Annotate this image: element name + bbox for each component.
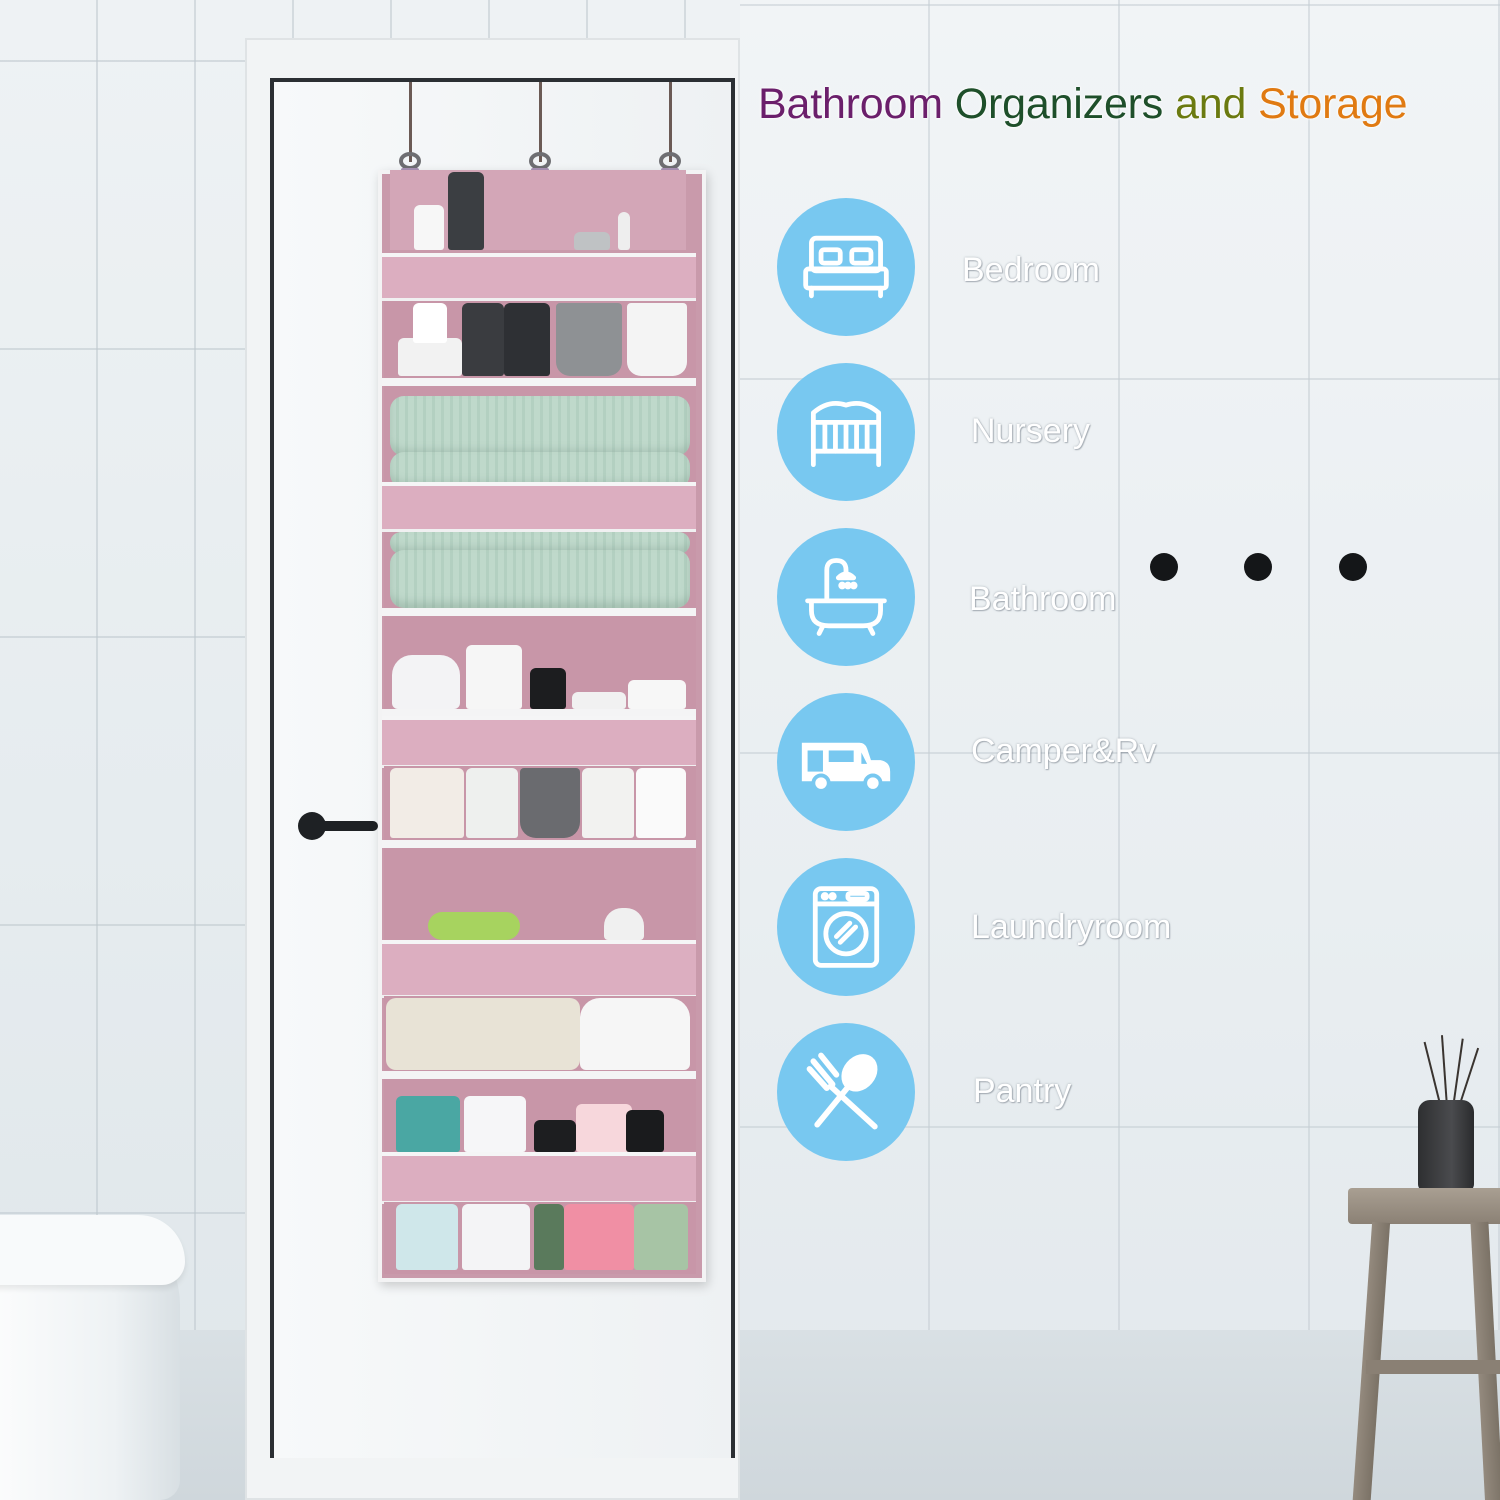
door-handle: [298, 812, 378, 840]
shelf-ledge-2: [382, 608, 696, 616]
pump-bottle-small: [414, 205, 444, 250]
teal-bottle: [396, 1204, 458, 1270]
shelf-ledge-1: [382, 378, 696, 386]
white-tube-yellow-cap: [582, 768, 634, 838]
organizer-pocket-5: [382, 1152, 696, 1204]
black-serum-bottle: [462, 303, 504, 376]
title-word-2: Organizers: [954, 80, 1164, 128]
title-word-4: Storage: [1258, 80, 1408, 128]
hanging-strap-left: [409, 82, 412, 162]
black-pump-bottle: [530, 668, 566, 709]
black-pump-bottle-3: [626, 1110, 664, 1152]
pink-pump-bottle: [576, 1104, 632, 1152]
white-tube: [572, 692, 626, 709]
floral-bottle: [466, 645, 522, 709]
feature-label-pantry: Pantry: [973, 1072, 1072, 1110]
toothbrush: [618, 212, 630, 250]
cream-tube: [628, 680, 686, 709]
sage-bottle: [634, 1204, 688, 1270]
green-towel-4: [390, 550, 690, 608]
feature-label-bathroom: Bathroom: [969, 580, 1117, 618]
green-bottle-small: [534, 1204, 564, 1270]
wall-hook-3: [1339, 553, 1367, 581]
bathtub-shower-icon: [777, 528, 915, 666]
organizer-pocket-4: [382, 940, 696, 998]
lotion-bottle: [413, 303, 447, 343]
reed-diffuser-vase: [1418, 1100, 1474, 1192]
floor: [0, 1330, 1500, 1500]
cream-jar: [398, 338, 462, 376]
title-word-1: Bathroom: [758, 80, 943, 128]
dark-jar: [504, 303, 550, 376]
white-watering-can: [580, 998, 690, 1070]
wooden-stool-rung: [1366, 1360, 1500, 1374]
washing-machine-icon: [777, 858, 915, 996]
title-word-3: and: [1175, 80, 1247, 128]
pink-lotion-mayrose: [564, 1204, 634, 1270]
organizer-pocket-2: [382, 482, 696, 532]
door-handle-lever: [312, 821, 378, 831]
white-sprayer: [604, 908, 644, 940]
jar-natures-envy: [390, 768, 464, 838]
feature-label-laundryroom: Laundryroom: [971, 908, 1172, 946]
organizer-pocket-1: [382, 253, 696, 301]
shelf-ledge-3: [382, 709, 696, 717]
teal-shampoo: [396, 1096, 460, 1152]
feature-label-nursery: Nursery: [971, 412, 1091, 450]
hanging-strap-right: [669, 82, 672, 162]
beads-jar-tall: [448, 172, 484, 250]
white-cup: [627, 303, 687, 376]
wall-hook-1: [1150, 553, 1178, 581]
fork-spoon-icon: [777, 1023, 915, 1161]
camper-rv-icon: [777, 693, 915, 831]
green-towel-3: [390, 532, 690, 554]
shelf-ledge-6: [382, 1071, 696, 1079]
grey-cup: [556, 303, 622, 376]
crib-icon: [777, 363, 915, 501]
feature-label-bedroom: Bedroom: [962, 251, 1100, 289]
green-soap-dish: [428, 912, 520, 940]
wooden-stool-seat: [1348, 1188, 1500, 1224]
toilet-lid: [0, 1215, 185, 1285]
bed-icon: [777, 198, 915, 336]
feature-label-camper-rv: Camper&Rv: [971, 732, 1157, 770]
white-pump-bottle: [392, 655, 460, 709]
floral-bottle-2: [462, 1204, 530, 1270]
black-pump-bottle-2: [534, 1120, 576, 1152]
page-title: Bathroom Organizers and Storage: [758, 80, 1488, 136]
hanging-strap-middle: [539, 82, 542, 162]
purple-floral-bottle: [464, 1096, 526, 1152]
shelf-ledge-4: [382, 840, 696, 848]
green-towel-1: [390, 396, 690, 456]
tube-cap: [574, 232, 610, 250]
floral-jar: [466, 768, 518, 838]
baby-wipes-pack: [386, 998, 580, 1070]
dark-grey-bottle: [520, 768, 580, 838]
white-lotion: [636, 768, 686, 838]
wall-hook-2: [1244, 553, 1272, 581]
organizer-pocket-3: [382, 716, 696, 768]
